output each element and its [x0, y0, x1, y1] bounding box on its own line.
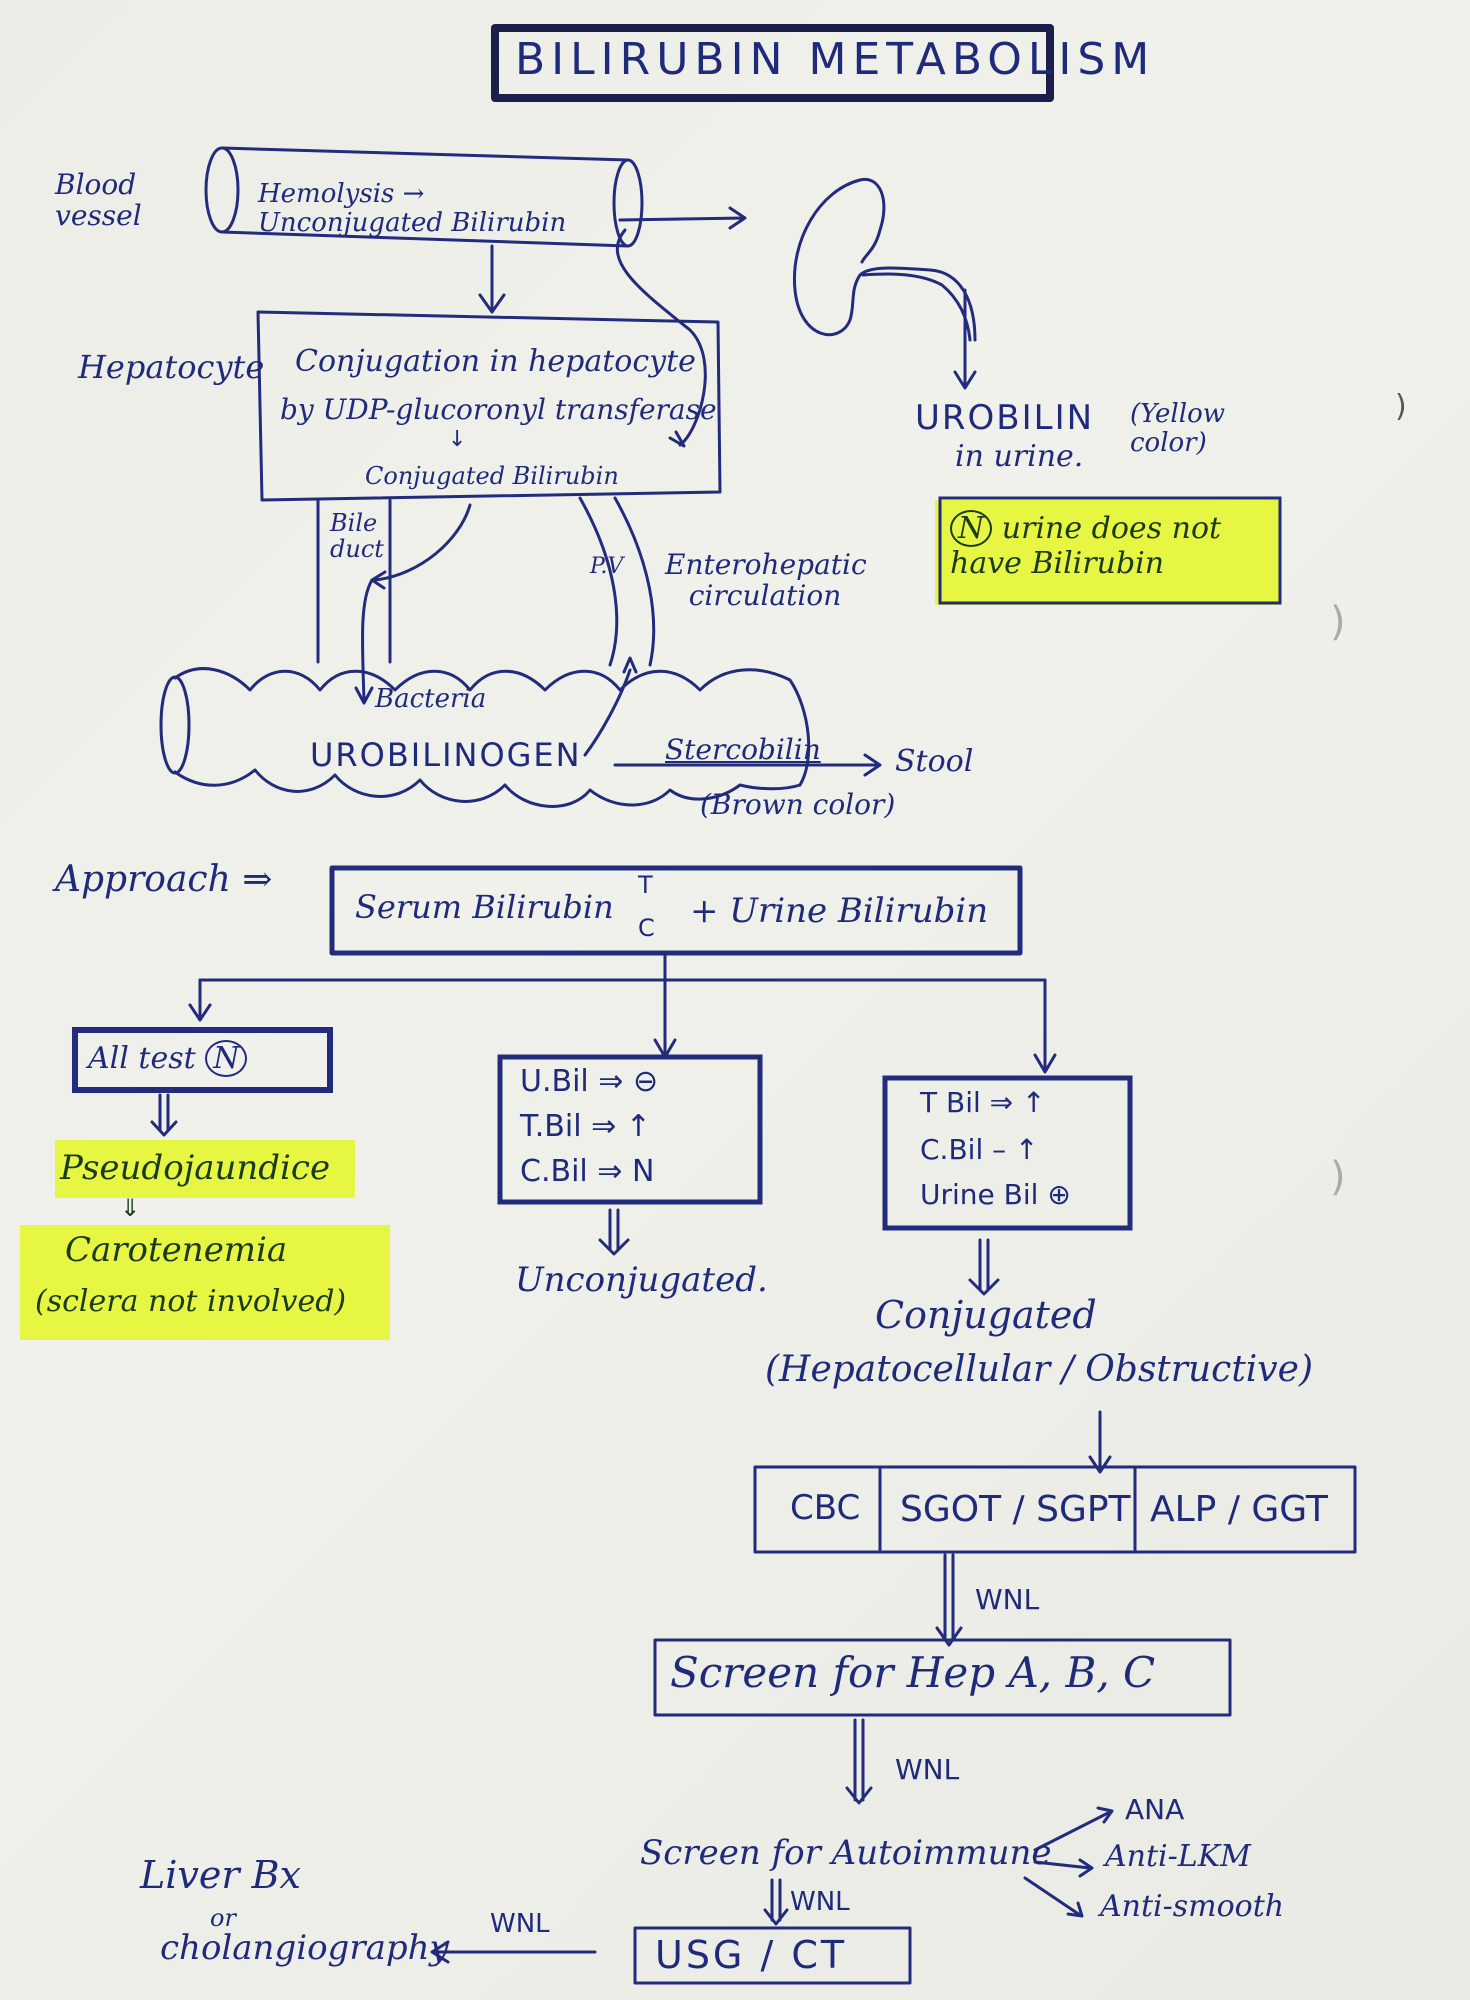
test-alp-ggt: ALP / GGT [1150, 1489, 1328, 1530]
carotenemia-highlight [20, 1225, 390, 1340]
right-line-2: C.Bil – ↑ [920, 1133, 1039, 1166]
urine-note-highlight [935, 500, 1280, 605]
serum-total-marker: T [638, 871, 653, 899]
test-cbc: CBC [790, 1488, 861, 1528]
right-box-outline [882, 1075, 1133, 1231]
normal-marker: N [950, 510, 993, 547]
urine-bilirubin-label: + Urine Bilirubin [690, 891, 989, 931]
kidney-icon [792, 177, 977, 342]
hepatocyte-line1: Conjugation in hepatocyte [295, 344, 696, 379]
pseudojaundice-label: Pseudojaundice [60, 1148, 331, 1188]
stool-label: Stool [895, 744, 974, 779]
urine-note-text: urine does not have Bilirubin [950, 511, 1222, 581]
normal-marker: N [205, 1040, 248, 1077]
urobilin-label: UROBILIN [915, 398, 1095, 438]
all-test-text: All test [88, 1041, 196, 1076]
page-title: BILIRUBIN METABOLISM [515, 34, 1156, 85]
approach-label: Approach ⇒ [55, 859, 273, 900]
brown-color-label: (Brown color) [700, 788, 896, 821]
bacteria-label: Bacteria [375, 684, 487, 714]
bile-duct-label: Bile duct [330, 509, 384, 564]
punch-hole-mark: ) [1395, 389, 1407, 424]
conjugated-types: (Hepatocellular / Obstructive) [765, 1349, 1313, 1390]
cholangiography-label: cholangiography [160, 1928, 449, 1968]
middle-box-outline [497, 1054, 763, 1205]
wnl-label-4: WNL [490, 1909, 550, 1939]
in-urine-label: in urine. [955, 439, 1084, 474]
down-arrow-icon: ↓ [448, 427, 467, 452]
wnl-label-3: WNL [790, 1887, 850, 1917]
test-anti-smooth: Anti-smooth [1100, 1889, 1285, 1924]
arrow-to-urobilin [953, 288, 977, 390]
unconjugated-label: Unconjugated. [515, 1260, 768, 1300]
urobilinogen-label: UROBILINOGEN [310, 736, 582, 774]
title-box [491, 24, 1054, 102]
yellow-color-label: (Yellow color) [1130, 399, 1225, 458]
carotenemia-label: Carotenemia [65, 1230, 288, 1270]
hep-screen-outline [653, 1638, 1232, 1717]
middle-line-1: U.Bil ⇒ ⊖ [520, 1064, 659, 1099]
serum-box-outline [329, 865, 1023, 956]
test-sgot-sgpt: SGOT / SGPT [900, 1489, 1131, 1530]
right-line-1: T Bil ⇒ ↑ [920, 1086, 1046, 1119]
blood-vessel-label: Blood vessel [55, 168, 142, 232]
arrow-to-kidney [618, 206, 747, 230]
liver-biopsy-label: Liver Bx [140, 1853, 301, 1897]
intestine-shape [159, 667, 811, 808]
arrow-vessel-hepatocyte [478, 244, 506, 314]
imaging-label: USG / CT [655, 1933, 848, 1977]
punch-hole-mark: ) [1330, 599, 1346, 645]
hepatocyte-label: Hepatocyte [78, 348, 265, 386]
hepatocyte-box [256, 310, 722, 502]
workup-table-outline [753, 1465, 1357, 1554]
wnl-label-2: WNL [895, 1753, 960, 1786]
sclera-note: (sclera not involved) [35, 1284, 347, 1319]
imaging-box-outline [633, 1926, 912, 1985]
conjugated-label: Conjugated [875, 1293, 1097, 1337]
punch-hole-mark: ) [1330, 1154, 1346, 1200]
test-ana: ANA [1125, 1793, 1185, 1826]
serum-bilirubin-label: Serum Bilirubin [355, 888, 614, 926]
pseudojaundice-highlight [55, 1140, 355, 1198]
portal-vein-label: P.V [590, 554, 624, 579]
enterohepatic-label: Enterohepatic circulation [665, 548, 867, 612]
hepatocyte-line2: by UDP-glucoronyl transferase [280, 393, 717, 426]
middle-line-2: T.Bil ⇒ ↑ [520, 1109, 651, 1144]
conjugated-bilirubin-label: Conjugated Bilirubin [365, 462, 619, 490]
right-line-3: Urine Bil ⊕ [920, 1178, 1071, 1211]
all-test-label: All test N [88, 1040, 248, 1077]
vessel-text: Hemolysis → Unconjugated Bilirubin [258, 179, 567, 238]
serum-conjugated-marker: C [638, 914, 655, 942]
left-box-outline [72, 1027, 333, 1093]
test-anti-lkm: Anti-LKM [1105, 1839, 1251, 1874]
wnl-label-1: WNL [975, 1583, 1040, 1616]
blood-vessel-shape [204, 146, 644, 248]
urine-note: N urine does not have Bilirubin [950, 510, 1270, 580]
autoimmune-label: Screen for Autoimmune [640, 1833, 1052, 1873]
or-label: or [210, 1904, 236, 1932]
middle-line-3: C.Bil ⇒ N [520, 1154, 655, 1189]
double-down-arrow-icon: ⇓ [120, 1194, 141, 1222]
hep-screen-label: Screen for Hep A, B, C [670, 1648, 1156, 1697]
stercobilin-label: Stercobilin [665, 733, 821, 766]
